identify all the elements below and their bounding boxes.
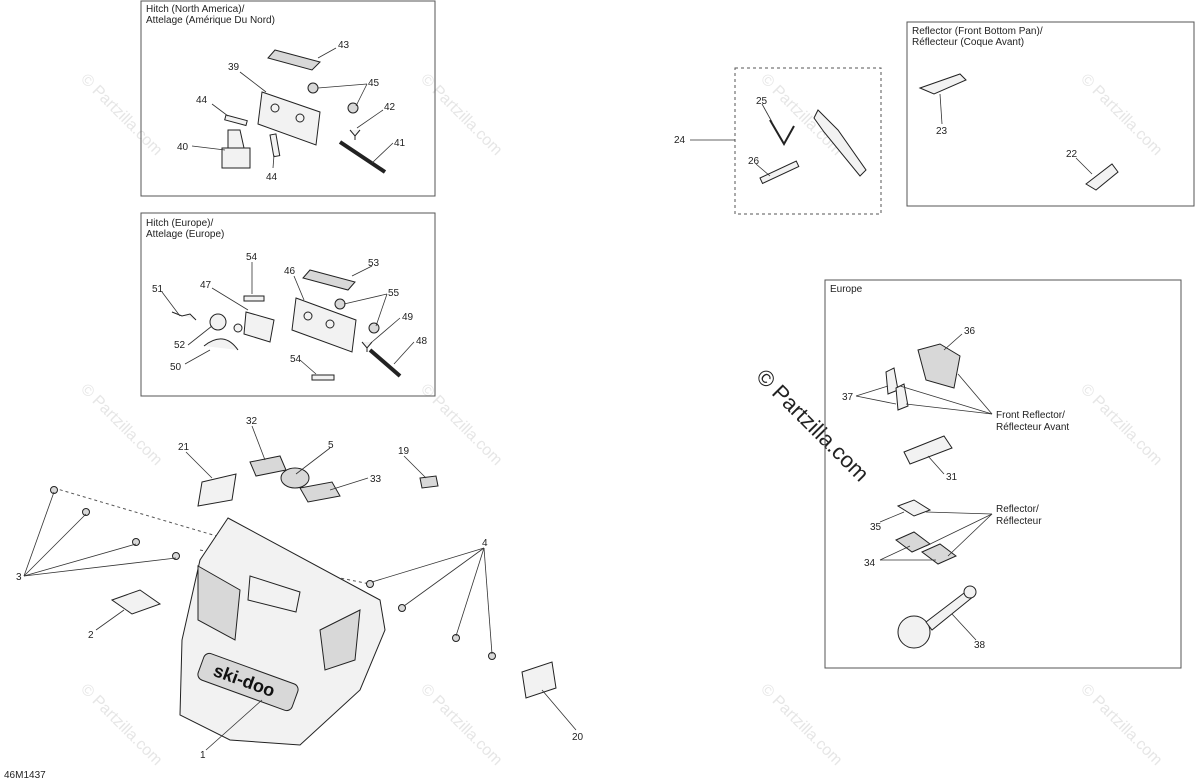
part-number: 50 [170,362,182,373]
callout-front-reflector: Front Reflector/ [996,410,1065,421]
part-number: 34 [864,558,876,569]
part-number: 1 [200,750,206,761]
part-number: 38 [974,640,986,651]
part-number: 49 [402,312,414,323]
part-number: 43 [338,40,350,51]
part-number: 23 [936,126,948,137]
watermark: © Partzilla.com [1077,681,1165,769]
part-number: 52 [174,340,186,351]
part-number: 55 [388,288,400,299]
part-number: 46 [284,266,296,277]
part-number: 3 [16,572,22,583]
part-number: 54 [246,252,258,263]
part-number: 32 [246,416,258,427]
box-subtitle: Réflecteur (Coque Avant) [912,37,1024,48]
callout-front-reflector-fr: Réflecteur Avant [996,422,1069,433]
watermark: © Partzilla.com [1077,381,1165,469]
box-subtitle: Attelage (Europe) [146,229,224,240]
watermark: © Partzilla.com [77,71,165,159]
part-number: 21 [178,442,190,453]
watermark: © Partzilla.com [77,681,165,769]
part-number: 36 [964,326,976,337]
center-watermark: © Partzilla.com [751,364,874,487]
part-number: 24 [674,135,686,146]
watermark: © Partzilla.com [1077,71,1165,159]
part-number: 26 [748,156,760,167]
watermark: © Partzilla.com [757,681,845,769]
part-number: 53 [368,258,380,269]
part-number: 35 [870,522,882,533]
box-title: Reflector (Front Bottom Pan)/ [912,26,1043,37]
callout-reflector: Reflector/ [996,504,1039,515]
part-number: 2 [88,630,94,641]
diagram-code: 46M1437 [4,770,46,781]
hitch-europe-box: Hitch (Europe)/ Attelage (Europe) 53 54 … [140,212,436,397]
part-number: 5 [328,440,334,451]
watermark: © Partzilla.com [757,71,845,159]
part-number: 22 [1066,149,1078,160]
part-number: 41 [394,138,406,149]
part-number: 31 [946,472,958,483]
part-number: 4 [482,538,488,549]
part-number: 20 [572,732,584,743]
part-number: 45 [368,78,380,89]
box-title: Europe [830,284,863,295]
europe-box: Europe 36 37 Front Reflector/ [824,279,1182,669]
part-number: 44 [266,172,278,183]
bottom-pan-assembly: ski-doo [16,416,584,761]
hitch-north-america-box: Hitch (North America)/ Attelage (Amériqu… [140,0,436,197]
watermark: © Partzilla.com [77,381,165,469]
part-number: 47 [200,280,212,291]
part-number: 19 [398,446,410,457]
watermark: © Partzilla.com [417,71,505,159]
watermark: © Partzilla.com [417,681,505,769]
reflector-front-box: Reflector (Front Bottom Pan)/ Réflecteur… [906,21,1195,207]
part-number: 42 [384,102,396,113]
box-subtitle: Attelage (Amérique Du Nord) [146,15,275,26]
callout-reflector-fr: Réflecteur [996,516,1042,527]
part-number: 48 [416,336,428,347]
watermark: © Partzilla.com [417,381,505,469]
part-number: 54 [290,354,302,365]
part-number: 51 [152,284,164,295]
part-number: 39 [228,62,240,73]
part-number: 37 [842,392,854,403]
part-number: 25 [756,96,768,107]
part-number: 40 [177,142,189,153]
part-number: 44 [196,95,208,106]
box-title: Hitch (North America)/ [146,4,245,15]
box-title: Hitch (Europe)/ [146,218,213,229]
part-number: 33 [370,474,382,485]
tools-box: 24 25 26 [674,67,882,215]
